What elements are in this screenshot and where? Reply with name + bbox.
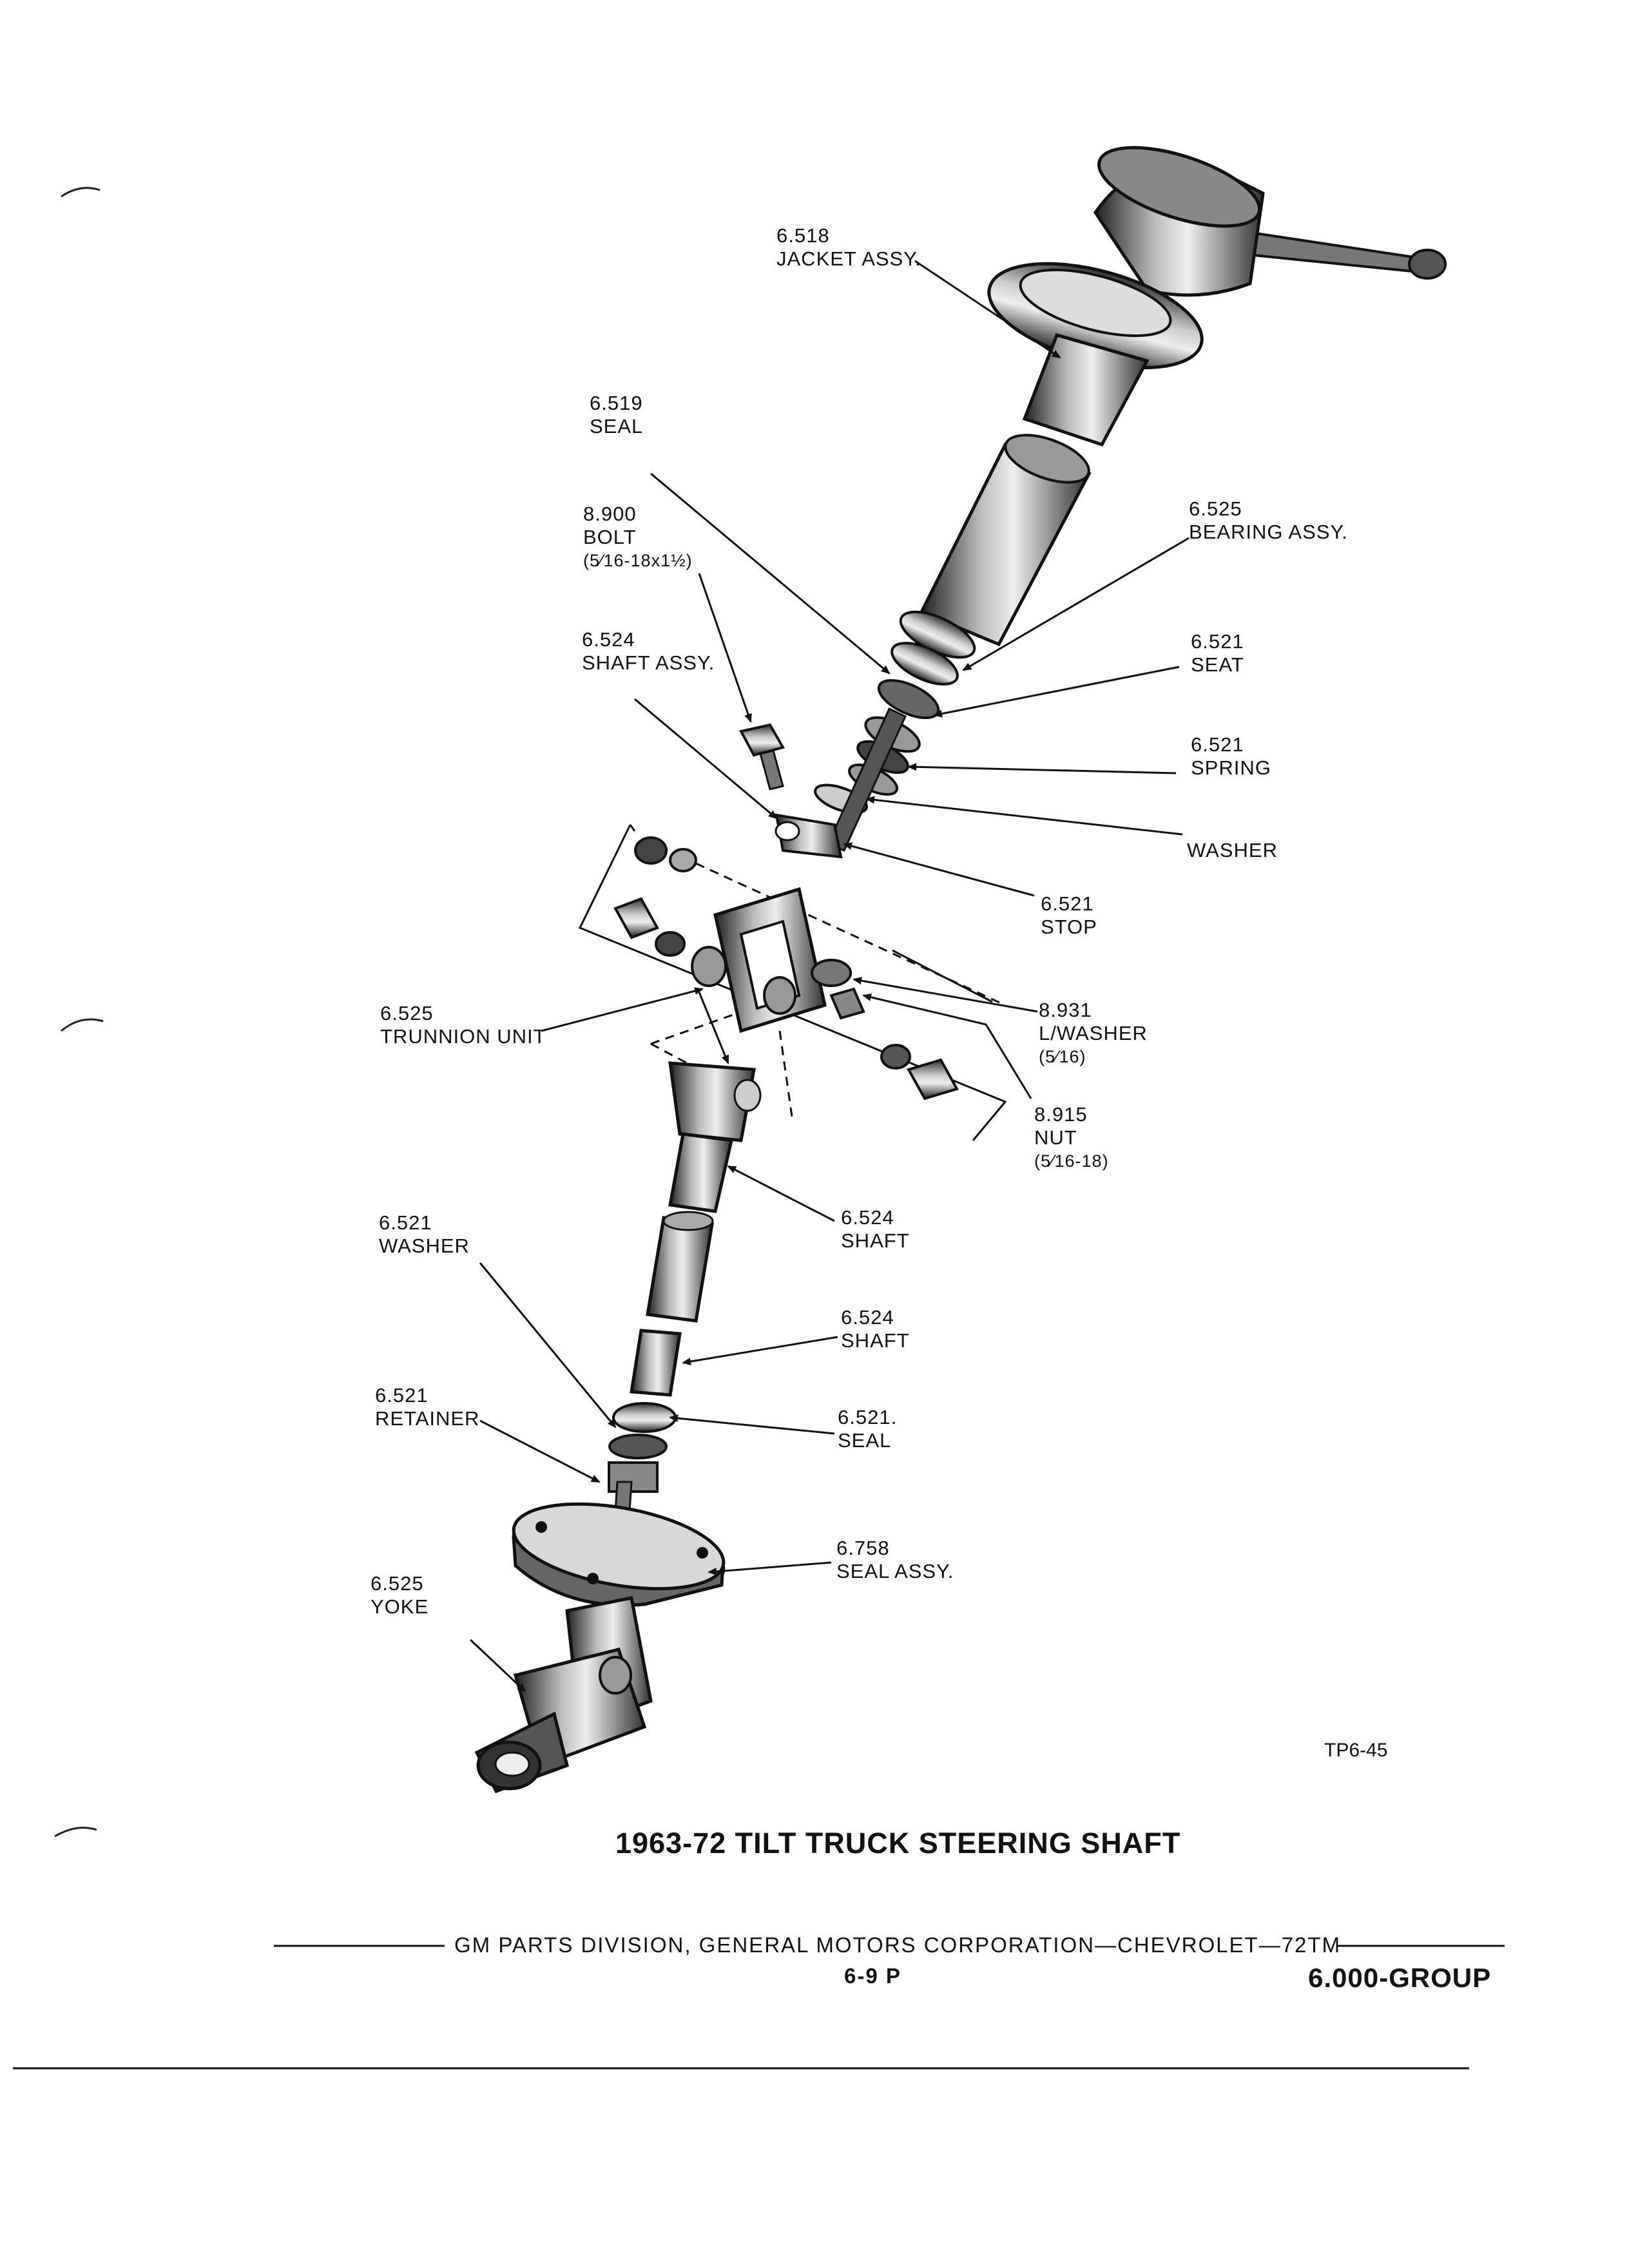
footer-rules (13, 1945, 1505, 2070)
callout-name: WASHER (379, 1235, 470, 1257)
bolt-drawing (738, 723, 786, 791)
callout-number: 6.521 (1041, 892, 1094, 915)
leader-jacket (914, 260, 1061, 359)
callout-name: SHAFT (841, 1329, 910, 1352)
callout-number: 6.521 (379, 1211, 432, 1234)
leader-lines (469, 260, 1190, 1693)
callout-name: BOLT (583, 526, 637, 548)
callout-name: YOKE (371, 1595, 429, 1618)
leader-seat (933, 666, 1180, 718)
callout-washer-lower: 6.521 WASHER (379, 1211, 470, 1258)
callout-name: SEAL (838, 1429, 892, 1452)
callout-name: TRUNNION UNIT (380, 1025, 546, 1048)
callout-number: 6.521. (838, 1406, 898, 1428)
callout-seat: 6.521 SEAT (1191, 630, 1244, 677)
callout-seal-assy: 6.758 SEAL ASSY. (836, 1537, 954, 1583)
callout-name: STOP (1041, 916, 1097, 938)
bearing-spring-stack-drawing (775, 610, 976, 859)
seal-assembly-plate-drawing (512, 1502, 726, 1607)
callout-name: SEAL (590, 415, 644, 437)
callout-shaft-assy: 6.524 SHAFT ASSY. (582, 628, 715, 675)
callout-number: 6.525 (380, 1002, 434, 1024)
callout-seal-upper: 6.519 SEAL (590, 392, 643, 438)
leader-washer-top (865, 796, 1183, 836)
callout-jacket-assy: 6.518 JACKET ASSY. (776, 224, 921, 271)
leader-lwasher (853, 977, 1038, 1013)
figure-code: TP6-45 (1324, 1740, 1388, 1761)
callout-name: SEAL ASSY. (836, 1560, 954, 1582)
callout-name: SHAFT ASSY. (582, 651, 715, 674)
callout-name: WASHER (1187, 839, 1278, 861)
callout-number: 8.900 (583, 503, 637, 525)
leader-trunnion (541, 987, 704, 1032)
callout-retainer: 6.521 RETAINER (375, 1384, 479, 1430)
leader-spring (907, 763, 1177, 774)
group-label: 6.000-GROUP (1308, 1963, 1492, 1993)
callout-trunnion-unit: 6.525 TRUNNION UNIT (380, 1002, 546, 1048)
leader-retainer (479, 1419, 601, 1483)
callout-number: 6.524 (841, 1206, 894, 1229)
callout-spec: (5⁄16) (1039, 1047, 1086, 1066)
callout-shaft-1: 6.524 SHAFT (841, 1206, 910, 1253)
callout-nut: 8.915 NUT (5⁄16-18) (1034, 1103, 1109, 1173)
callout-name: BEARING ASSY. (1189, 521, 1348, 543)
callout-number: 6.524 (841, 1306, 894, 1329)
callout-bearing-assy: 6.525 BEARING ASSY. (1189, 497, 1348, 544)
leader-nut (862, 993, 1032, 1099)
callout-washer-top: WASHER (1187, 839, 1278, 862)
leader-shaft-2 (682, 1336, 838, 1365)
callout-name: RETAINER (375, 1407, 480, 1430)
callout-stop: 6.521 STOP (1041, 892, 1097, 939)
leader-seal-assy (708, 1561, 832, 1576)
lower-shaft-drawing (608, 1061, 762, 1561)
leader-bolt (698, 573, 752, 723)
callout-number: 6.521 (1191, 733, 1244, 756)
callout-shaft-2: 6.524 SHAFT (841, 1306, 910, 1352)
callout-seal-lower: 6.521. SEAL (838, 1406, 897, 1452)
callout-name: SEAT (1191, 653, 1244, 676)
leader-washer-low (479, 1262, 617, 1428)
callout-number: 6.521 (375, 1384, 429, 1407)
callout-number: 6.519 (590, 392, 643, 414)
leader-trunnion-2 (698, 992, 729, 1064)
callout-bolt: 8.900 BOLT (5⁄16-18x1½) (583, 503, 693, 572)
leader-seal-upper (650, 472, 891, 675)
callout-name: JACKET ASSY. (776, 247, 921, 270)
jacket-assembly-drawing (987, 146, 1447, 447)
callout-number: 8.915 (1034, 1103, 1088, 1126)
trunnion-exploded-frame (578, 824, 1007, 1141)
callout-number: 8.931 (1039, 999, 1092, 1021)
callout-spec: (5⁄16-18) (1034, 1151, 1109, 1171)
page-number: 6-9 P (844, 1964, 901, 1988)
callout-spec: (5⁄16-18x1½) (583, 551, 693, 570)
callout-name: NUT (1034, 1126, 1077, 1149)
leader-shaft-1 (727, 1165, 835, 1222)
callout-number: 6.758 (836, 1537, 890, 1559)
callout-yoke: 6.525 YOKE (371, 1572, 429, 1619)
leader-bearing (962, 537, 1190, 671)
callout-name: L/WASHER (1039, 1022, 1148, 1044)
callout-number: 6.521 (1191, 630, 1244, 653)
callout-number: 6.518 (776, 224, 830, 247)
seal-boot-drawing (919, 434, 1092, 647)
leader-shaft-assy (634, 698, 778, 820)
binder-marks (54, 187, 104, 1838)
callout-name: SPRING (1191, 756, 1271, 779)
footer-publisher: GM PARTS DIVISION, GENERAL MOTORS CORPOR… (454, 1933, 1342, 1957)
leader-seal-low (669, 1414, 835, 1435)
leader-stop (843, 842, 1035, 897)
leader-yoke (469, 1639, 526, 1693)
callout-number: 6.525 (371, 1572, 424, 1595)
callout-number: 6.524 (582, 628, 635, 651)
yoke-drawing (474, 1596, 653, 1794)
callout-number: 6.525 (1189, 497, 1242, 520)
callout-lock-washer: 8.931 L/WASHER (5⁄16) (1039, 999, 1148, 1068)
diagram-title: 1963-72 TILT TRUCK STEERING SHAFT (615, 1827, 1181, 1860)
callout-name: SHAFT (841, 1229, 910, 1252)
callout-spring: 6.521 SPRING (1191, 733, 1271, 780)
